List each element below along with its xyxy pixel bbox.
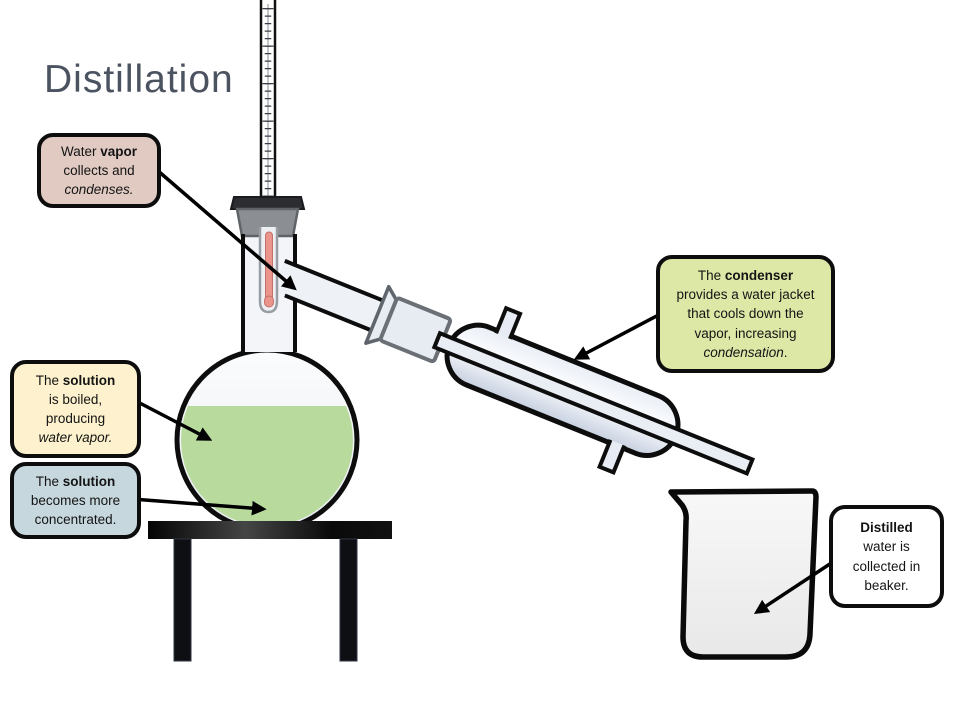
arrow-distilled-to-beaker xyxy=(753,554,843,615)
stand xyxy=(148,521,392,662)
arrow-condenser-box-to-condenser xyxy=(573,308,669,360)
stopper-cap xyxy=(229,196,306,210)
page-title: Distillation xyxy=(44,58,234,101)
thermometer-bulb xyxy=(258,227,279,314)
thermometer xyxy=(259,0,277,203)
solution-liquid xyxy=(181,406,353,526)
arrow-concentrated-to-solution xyxy=(131,497,267,516)
arrow-vapor-to-neck xyxy=(148,162,297,291)
arrow-boiled-to-solution xyxy=(131,397,213,441)
water-inlet-nozzle xyxy=(596,439,627,476)
condenser-assembly xyxy=(272,259,756,477)
side-arm xyxy=(272,260,398,337)
water-outlet-nozzle xyxy=(494,305,523,340)
condenser-inner-tube xyxy=(431,330,756,477)
beaker xyxy=(668,488,819,660)
